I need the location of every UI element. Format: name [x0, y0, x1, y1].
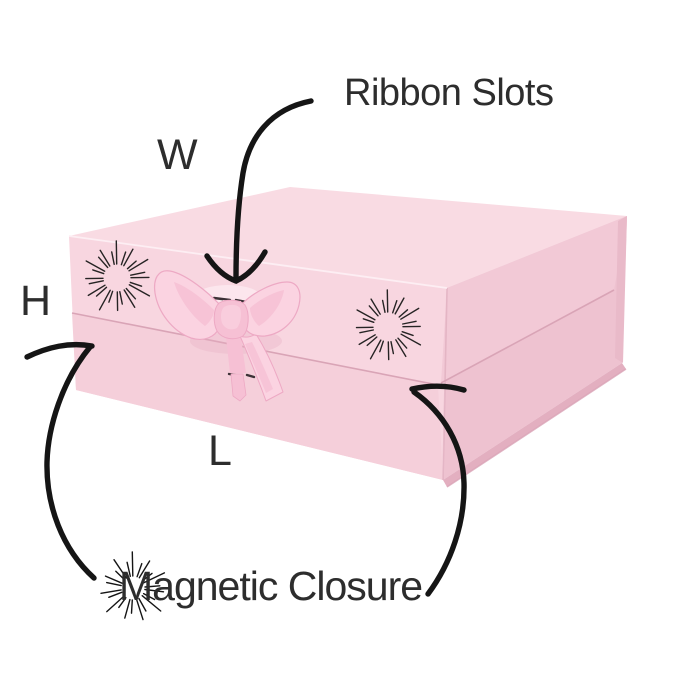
ribbon-center-band [226, 337, 246, 373]
ribbon-knot-highlight [220, 304, 241, 330]
length-label: L [208, 427, 232, 475]
ribbon-loop-left-shade [174, 282, 214, 326]
ribbon-bow [153, 270, 301, 402]
ribbon-loop-right-shade [250, 290, 284, 326]
box-front-base [72, 313, 443, 480]
ribbon-tail-left [230, 373, 247, 402]
sunburst-decoration-left [85, 240, 151, 312]
gift-box [68, 187, 627, 488]
magnetic-closure-arrow-right [409, 383, 467, 597]
ribbon-tail-right-shade [245, 342, 273, 393]
box-top-face [69, 187, 627, 288]
ribbon-slots-arrow [204, 98, 314, 284]
ribbon-slots-label: Ribbon Slots [344, 72, 554, 114]
width-label: W [157, 131, 198, 179]
annotation-arrows [24, 98, 467, 597]
height-label: H [20, 277, 51, 325]
box-bottom-edge [443, 363, 626, 487]
magnetic-closure-arrow-left [24, 341, 97, 581]
lid-seam-side [440, 289, 615, 384]
magnetic-closure-label: Magnetic Closure [119, 563, 423, 609]
sunburst-decoration-right [355, 289, 422, 361]
box-side-lid-flap [441, 216, 627, 383]
magnetic-closure-sunburst-icon [100, 551, 166, 621]
bottom-edge-line [446, 368, 627, 488]
box-side-edge-strip [615, 216, 627, 363]
